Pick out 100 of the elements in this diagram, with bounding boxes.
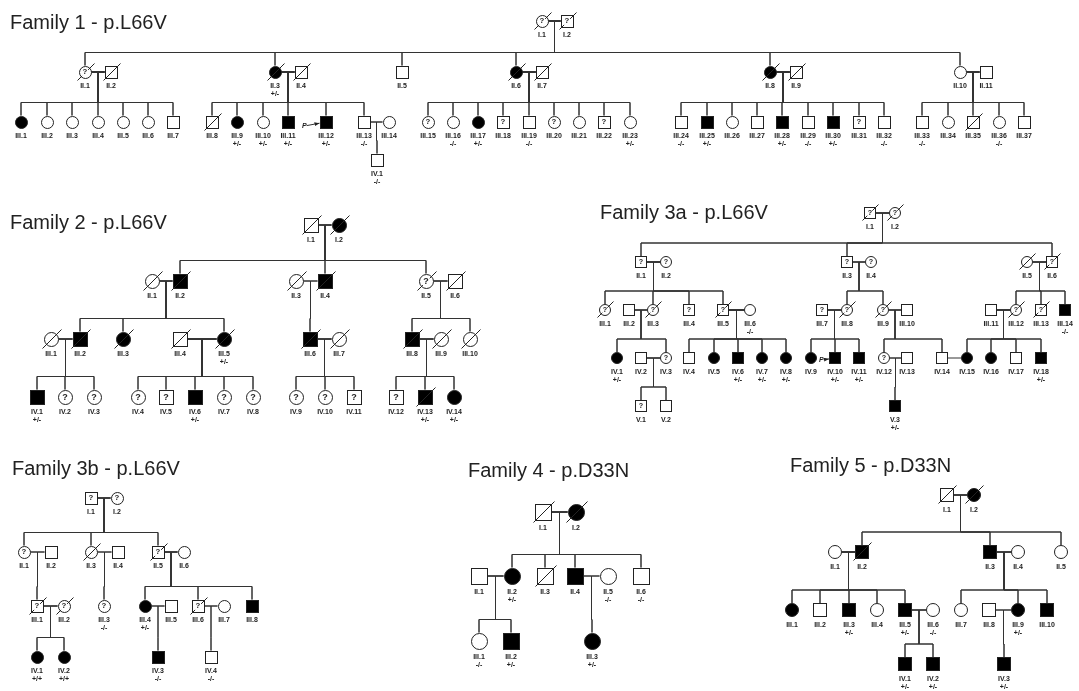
pedigree-circle <box>926 603 940 617</box>
partner-line <box>646 261 661 263</box>
descent-line <box>201 338 254 390</box>
pedigree-circle <box>382 115 396 129</box>
pedigree-circle <box>138 599 152 613</box>
partner-line <box>303 280 318 282</box>
partner-line <box>159 280 173 282</box>
pedigree-square <box>166 115 180 129</box>
pedigree-circle <box>30 650 44 664</box>
pedigree-circle <box>57 599 71 613</box>
pedigree-square <box>732 352 744 364</box>
pedigree-square <box>29 389 45 405</box>
pedigree-circle <box>14 115 28 129</box>
pedigree-square <box>898 657 912 671</box>
partner-line <box>97 551 112 553</box>
pedigree-circle <box>57 650 71 664</box>
partner-line <box>281 71 295 73</box>
partner-line <box>996 551 1012 553</box>
partner-line <box>953 494 968 496</box>
pedigree-circle <box>97 599 111 613</box>
pedigree-square <box>281 115 295 129</box>
pedigree-circle <box>217 599 231 613</box>
family-title: Family 4 - p.D33N <box>468 458 630 482</box>
pedigree-square <box>877 115 891 129</box>
pedigree-square <box>317 273 333 289</box>
pedigree-square <box>44 545 58 559</box>
pedigree-circle <box>828 545 842 559</box>
pedigree-square <box>303 217 319 233</box>
pedigree-square <box>204 650 218 664</box>
proband-arrow <box>306 122 320 127</box>
pedigree-square <box>104 65 118 79</box>
descent-line <box>65 338 95 390</box>
partner-line <box>728 309 745 311</box>
pedigree-circle <box>462 331 478 347</box>
pedigree-square <box>936 352 948 364</box>
partner-line <box>419 338 434 340</box>
descent-line <box>495 575 512 633</box>
pedigree-square <box>683 352 695 364</box>
pedigree-circle <box>985 352 997 364</box>
pedigree-circle <box>954 603 968 617</box>
pedigree-square <box>536 567 554 585</box>
pedigree-circle <box>110 491 124 505</box>
partner-line <box>947 357 962 359</box>
partner-line <box>317 338 332 340</box>
unknown-status-mark: ? <box>422 276 430 286</box>
pedigree-square <box>982 603 996 617</box>
pedigree-square <box>560 14 574 28</box>
partner-line <box>634 309 648 311</box>
pedigree-circle <box>1054 545 1068 559</box>
descent-line <box>1039 261 1066 305</box>
pedigree-circle <box>65 115 79 129</box>
pedigree-square <box>447 273 463 289</box>
partner-line <box>551 511 568 513</box>
pedigree-circle <box>708 352 720 364</box>
descent-line <box>653 357 667 401</box>
pedigree-square <box>30 599 44 613</box>
pedigree-circle <box>331 217 347 233</box>
pedigree-circle <box>84 545 98 559</box>
pedigree-circle <box>78 65 92 79</box>
partner-line <box>318 224 332 226</box>
pedigree-circle <box>780 352 792 364</box>
pedigree-square <box>901 304 913 316</box>
partner-line <box>204 605 218 607</box>
pedigree-square <box>597 115 611 129</box>
partner-line <box>996 309 1011 311</box>
descent-line <box>50 605 65 651</box>
partner-line <box>888 309 902 311</box>
pedigree-circle <box>547 115 561 129</box>
pedigree-square <box>632 567 650 585</box>
pedigree-circle <box>115 331 131 347</box>
pedigree-circle <box>317 389 333 405</box>
partner-line <box>646 357 661 359</box>
pedigree-square <box>829 352 841 364</box>
partner-line <box>841 551 856 553</box>
pedigree-circle <box>471 115 485 129</box>
pedigree-square <box>187 389 203 405</box>
pedigree-circle <box>130 389 146 405</box>
pedigree-square <box>158 389 174 405</box>
pedigree-circle <box>470 632 488 650</box>
partner-line <box>852 261 866 263</box>
pedigree-circle <box>725 115 739 129</box>
pedigree-square <box>319 115 333 129</box>
pedigree-square <box>84 491 98 505</box>
pedigree-square <box>915 115 929 129</box>
descent-line <box>858 261 884 305</box>
pedigree-square <box>502 632 520 650</box>
pedigree-circle <box>763 65 777 79</box>
partner-line <box>522 71 536 73</box>
proband-arrow <box>823 357 830 362</box>
partner-line <box>433 280 448 282</box>
pedigree-square <box>172 273 188 289</box>
unknown-status-mark: ? <box>220 392 228 402</box>
descent-line <box>1003 309 1042 353</box>
pedigree-square <box>855 545 869 559</box>
partner-line <box>995 609 1012 611</box>
pedigree-circle <box>870 603 884 617</box>
partner-line <box>889 357 902 359</box>
pedigree-circle <box>941 115 955 129</box>
pedigree-circle <box>17 545 31 559</box>
pedigree-square <box>842 603 856 617</box>
